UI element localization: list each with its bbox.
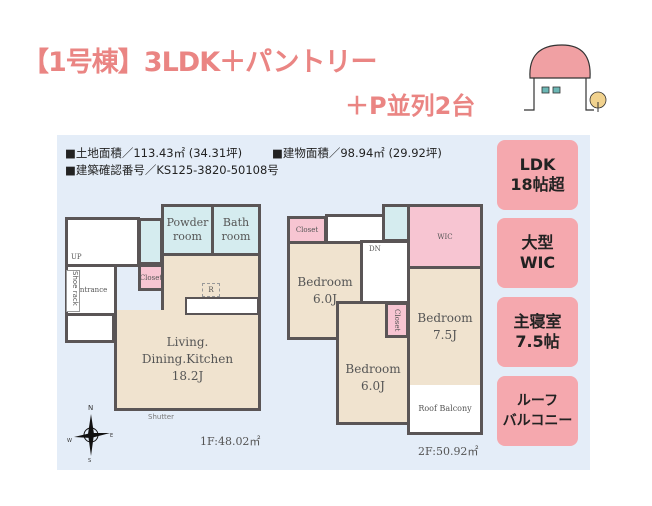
badge-line: LDK [519, 155, 556, 174]
closet-label: Closet [295, 226, 319, 234]
compass-s: S [88, 458, 91, 464]
permit-number: ■建築確認番号／KS125-3820-50108号 [65, 163, 279, 177]
walk-in-closet: WIC [407, 204, 483, 269]
shutter-label: Shutter [148, 413, 174, 421]
floor1-area: 1F:48.02㎡ [200, 435, 261, 448]
closet-bedroom-3: Closet [385, 302, 409, 338]
entrance-label: Entrance [74, 286, 108, 294]
bedroom-label: Bedroom [345, 362, 401, 376]
page-title: 【1号棟】3LDK＋パントリー [22, 47, 377, 78]
compass-icon: N W E S [67, 404, 113, 464]
ldk-size: 18.2J [171, 368, 204, 383]
badge-line: ルーフ [516, 393, 559, 409]
ldk-label: Dining.Kitchen [141, 351, 234, 366]
land-area: ■土地面積／113.43㎡ (34.31坪) [65, 146, 243, 160]
house-illustration-icon [524, 44, 607, 112]
stairs-1f: UP [65, 217, 140, 267]
wic-label: WIC [437, 232, 453, 241]
shoe-rack: Shoe rack [66, 270, 80, 312]
closet-label: Closet [139, 273, 163, 282]
badge-line: バルコニー [502, 413, 573, 429]
closet-1f: Closet [138, 264, 164, 291]
down-label: DN [369, 245, 381, 253]
up-label: UP [71, 253, 82, 261]
powder-label: Powder [166, 216, 209, 229]
balcony-label: Roof Balcony [418, 404, 472, 413]
badge-line: 大型 [521, 233, 554, 252]
compass-n: N [88, 404, 93, 412]
powder-label: room [173, 230, 202, 243]
stairs-2f [325, 214, 385, 244]
page-subtitle: ＋P並列2台 [345, 92, 476, 120]
badge-line: 主寝室 [513, 312, 562, 331]
badge-line: 7.5帖 [515, 332, 560, 351]
building-area: ■建物面積／98.94㎡ (29.92坪) [272, 146, 442, 160]
floor2-area: 2F:50.92㎡ [418, 445, 479, 458]
badge-line: 18帖超 [510, 175, 565, 194]
toilet-1f [138, 218, 163, 265]
refrigerator-label: R [202, 282, 220, 297]
badge-roof-balcony: ルーフバルコニー [497, 376, 578, 446]
living-dining-kitchen: Living. Dining.Kitchen 18.2J [114, 310, 261, 411]
hallway-2f: DN [360, 240, 410, 304]
bedroom-size: 6.0J [313, 291, 337, 306]
bedroom-size: 6.0J [361, 379, 385, 393]
closet-label: Closet [393, 308, 401, 332]
roof-balcony: Roof Balcony [407, 385, 483, 435]
kitchen-counter [185, 297, 259, 315]
master-bedroom: Bedroom 7.5J [407, 266, 483, 388]
bedroom-1: Bedroom 6.0J [287, 241, 363, 340]
bedroom-label: Bedroom [297, 274, 353, 289]
compass-e: E [110, 433, 113, 439]
ldk-label: Living. [166, 334, 209, 349]
bath-label: Bath [222, 216, 250, 229]
porch [65, 313, 115, 343]
toilet-2f [382, 204, 410, 242]
closet-2f: Closet [287, 216, 327, 244]
bedroom-size: 7.5J [433, 328, 457, 342]
bath-label: room [221, 230, 251, 243]
badge-line: WIC [519, 253, 556, 272]
compass-w: W [67, 438, 72, 444]
bedroom-label: Bedroom [417, 311, 473, 325]
